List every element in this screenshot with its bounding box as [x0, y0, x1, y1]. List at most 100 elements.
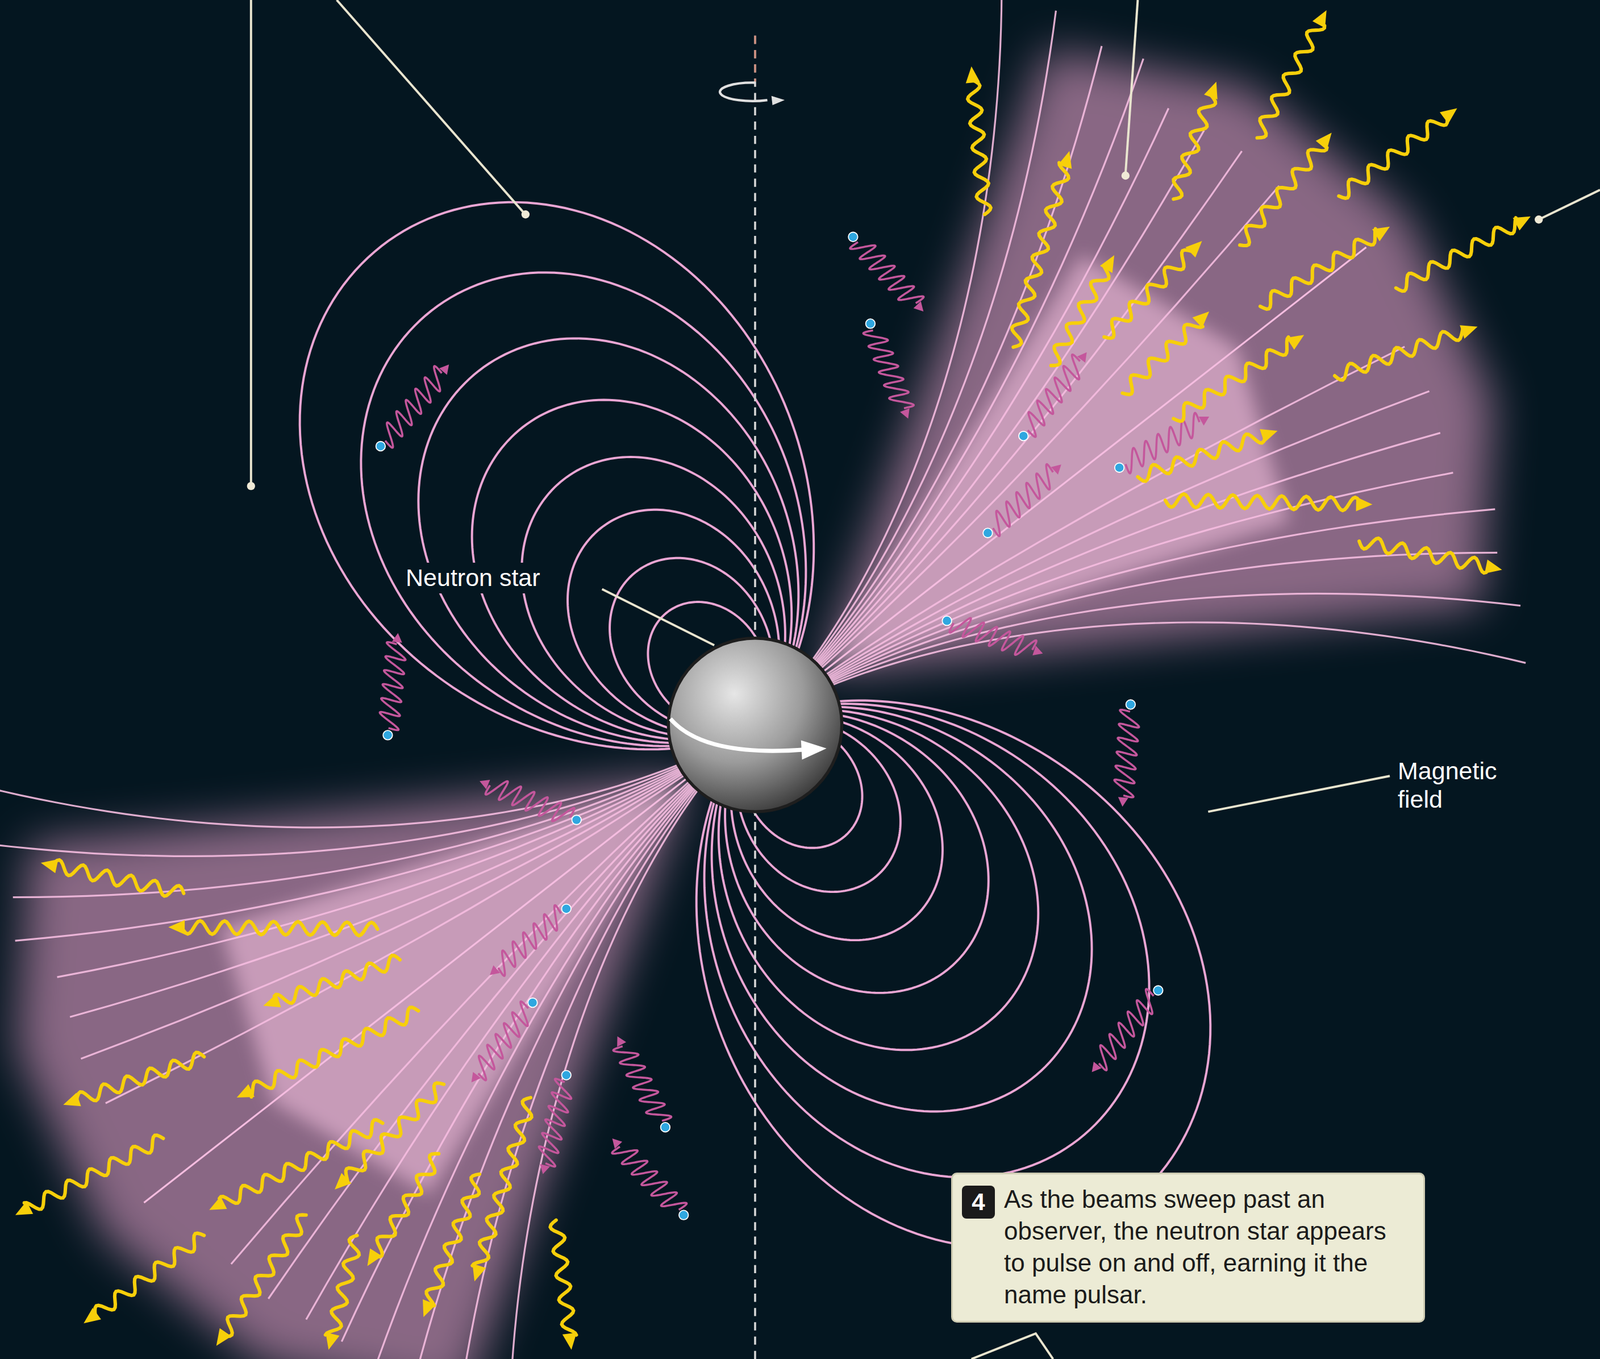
electron-spiral	[498, 905, 561, 977]
open-field-line	[508, 789, 698, 1359]
electron-spiral	[478, 1001, 529, 1081]
photon-arrowhead	[1057, 151, 1072, 169]
photon-arrowhead	[1372, 226, 1390, 242]
photon-wave	[1165, 493, 1360, 511]
electron-spiral	[538, 1078, 572, 1166]
photon-wave	[251, 1006, 419, 1097]
leader-line	[971, 1332, 1054, 1359]
electron-spiral	[379, 642, 406, 731]
photon-arrowhead	[263, 993, 281, 1007]
beam-glow	[17, 50, 1494, 1359]
electron-spiral	[485, 781, 575, 822]
open-field-line	[815, 46, 1102, 662]
leader-line	[1125, 0, 1139, 174]
spiral-arrowhead	[479, 779, 490, 790]
photon-arrowhead	[1439, 107, 1458, 124]
photon-wave	[967, 80, 991, 215]
electron-dot	[660, 1122, 671, 1132]
open-field-line	[15, 769, 681, 941]
open-field-line	[0, 766, 679, 857]
open-field-line	[13, 767, 681, 897]
open-field-line	[821, 185, 1279, 669]
electron-spiral	[993, 464, 1054, 537]
photon-arrowhead	[40, 859, 59, 874]
photon-arrowhead	[334, 1172, 352, 1190]
spiral-arrowhead	[439, 364, 449, 375]
callout-box: 4As the beams sweep past an observer, th…	[951, 1172, 1425, 1323]
open-field-line	[341, 785, 693, 1342]
photon-wave	[1173, 95, 1216, 199]
photon-wave	[1260, 228, 1376, 309]
photon-wave	[54, 859, 184, 896]
electron-dot	[982, 527, 993, 538]
spiral-arrowhead	[1118, 796, 1129, 807]
photon-wave	[76, 1052, 204, 1101]
open-field-line	[0, 764, 678, 828]
photon-arrowhead	[325, 1331, 340, 1350]
spin-arrowhead	[801, 739, 827, 760]
photon-wave	[472, 1097, 532, 1266]
electron-spiral	[863, 330, 914, 408]
photon-arrowhead	[562, 1332, 577, 1350]
leader-lines	[247, 0, 1600, 1359]
open-field-line	[819, 151, 1243, 667]
electron-dot	[1153, 985, 1164, 995]
photon-arrowhead	[1192, 311, 1210, 328]
spiral-arrowhead	[489, 964, 500, 975]
photon-arrowhead	[1356, 496, 1373, 511]
rotation-axis-top	[753, 35, 757, 82]
open-field-line	[57, 770, 682, 977]
photon-arrowhead	[236, 1083, 255, 1098]
photon-wave	[1011, 162, 1069, 347]
photon-arrowhead	[367, 1248, 383, 1266]
electron-spiral	[1098, 988, 1154, 1070]
electron-spiral	[1114, 709, 1139, 798]
photon-arrowhead	[1259, 428, 1278, 443]
open-field-line	[143, 777, 687, 1203]
photon-arrowhead	[209, 1196, 227, 1210]
photon-wave	[1396, 217, 1516, 291]
part-label: Magnetic field	[1394, 755, 1544, 815]
spiral-arrowhead	[1092, 1061, 1102, 1072]
photon-wave	[226, 1214, 307, 1336]
leader-line	[1540, 189, 1600, 219]
open-field-line	[827, 432, 1441, 678]
electron-spiral	[385, 365, 443, 448]
photon-wave	[426, 1173, 480, 1306]
photon-wave	[376, 1153, 439, 1257]
spin-arrow	[670, 718, 807, 751]
open-field-line	[823, 247, 1366, 672]
electron-dot	[1126, 699, 1136, 710]
electron-dot	[561, 903, 572, 914]
photon-arrowhead	[1185, 240, 1202, 258]
photon-wave	[1338, 119, 1448, 199]
open-field-line	[306, 784, 693, 1320]
electron-dot	[678, 1209, 689, 1220]
electron-dot	[561, 1069, 572, 1080]
photon-arrowhead	[965, 66, 981, 84]
photon-wave	[1257, 25, 1325, 138]
magnetic-field-lines	[0, 0, 1526, 1359]
spiral-arrowhead	[471, 1071, 482, 1082]
photon-wave	[24, 1134, 164, 1209]
leader-dot	[247, 481, 256, 490]
photon-wave	[1239, 147, 1327, 246]
leader-line	[1207, 775, 1390, 812]
photon-wave	[1122, 324, 1203, 395]
rotation-arrow	[719, 82, 768, 101]
spiral-arrowhead	[900, 407, 910, 419]
electron-dot	[527, 997, 538, 1008]
photon-arrowhead	[1100, 255, 1115, 273]
open-field-line	[817, 108, 1169, 665]
leader-line	[336, 0, 524, 213]
photon-wave	[1173, 336, 1289, 422]
beam-core	[221, 775, 691, 1195]
photon-arrowhead	[472, 1263, 486, 1281]
photon-wave	[550, 1219, 577, 1335]
photon-wave	[181, 920, 378, 936]
photon-wave	[325, 1235, 360, 1335]
photon-wave	[94, 1232, 204, 1315]
leader-dot	[1121, 171, 1130, 180]
